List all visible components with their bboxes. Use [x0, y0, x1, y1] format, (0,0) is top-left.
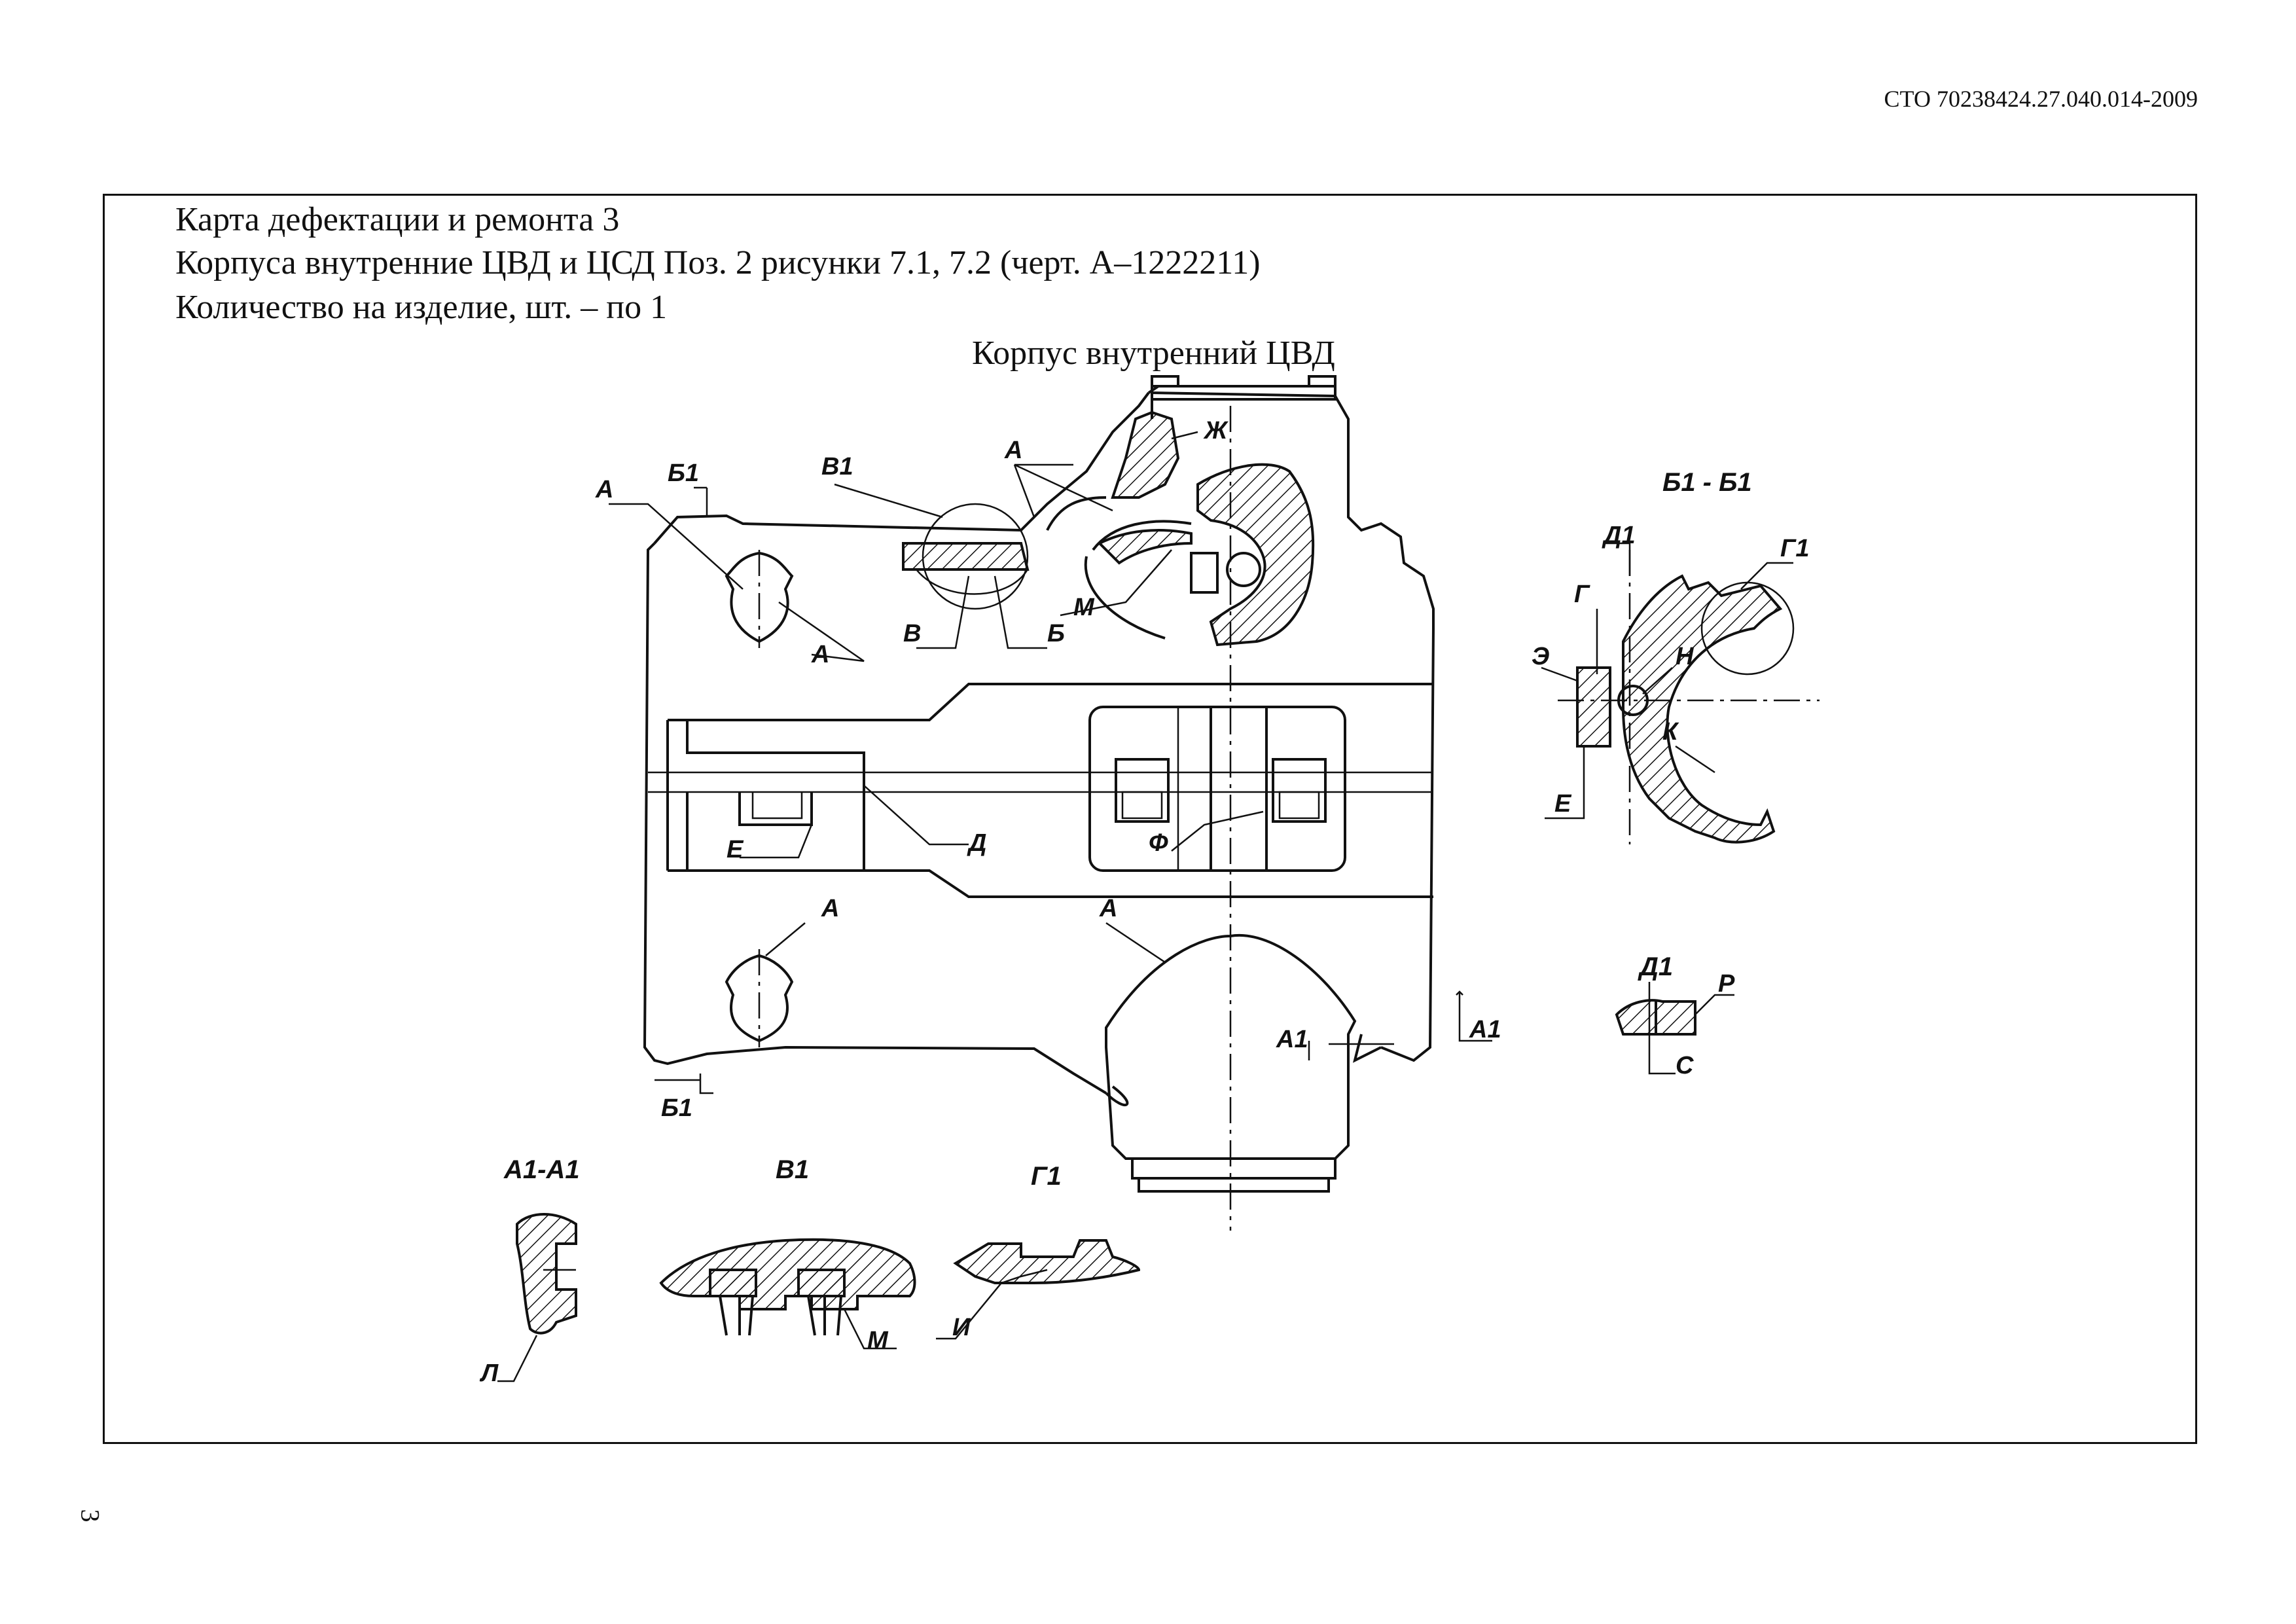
label-ee: Э: [1532, 643, 1549, 670]
label-s: С: [1676, 1052, 1694, 1079]
drawing-frame: [103, 194, 2197, 1444]
label-m-top: М: [1073, 594, 1095, 621]
drawing-title: Корпус внутренний ЦВД: [972, 334, 1335, 372]
label-r: Р: [1718, 970, 1735, 998]
label-a1-right: А1: [1469, 1016, 1501, 1043]
label-a-lower: А: [1099, 895, 1117, 922]
label-d1-section: Д1: [1602, 522, 1636, 549]
label-a-top: А: [1004, 437, 1022, 464]
label-a-lower-left: А: [821, 895, 839, 922]
view-v1: [659, 1238, 916, 1350]
label-b: Б: [1047, 620, 1065, 647]
view-title-g1: Г1: [1031, 1162, 1062, 1191]
label-b1-bottom: Б1: [661, 1094, 692, 1122]
label-a-left-window: А: [811, 641, 829, 668]
view-title-d1: Д1: [1638, 952, 1673, 981]
label-f: Ф: [1149, 829, 1168, 857]
label-b1-top: Б1: [668, 460, 699, 487]
label-zh: Ж: [1203, 417, 1229, 444]
section-b1-b1: [1558, 550, 1820, 844]
view-title-v1: В1: [776, 1155, 809, 1184]
card-subtitle: Корпуса внутренние ЦВД и ЦСД Поз. 2 рису…: [175, 244, 1261, 281]
label-i: И: [952, 1314, 971, 1341]
card-quantity: Количество на изделие, шт. – по 1: [175, 289, 668, 326]
view-d1: [1615, 982, 1734, 1075]
card-title: Карта дефектации и ремонта 3: [175, 201, 620, 238]
label-a1-left: А1: [1276, 1026, 1308, 1053]
label-l: Л: [479, 1360, 499, 1387]
label-k: К: [1662, 718, 1679, 746]
housing-outline: [643, 375, 1492, 1231]
label-a-top-left: А: [595, 476, 613, 503]
label-e: Е: [726, 836, 744, 863]
label-m-view: М: [867, 1327, 889, 1354]
label-g1-section: Г1: [1780, 535, 1809, 562]
label-v: В: [903, 620, 921, 647]
page-number: 3: [75, 1509, 105, 1523]
section-b1-leaders: [1541, 542, 1793, 820]
label-g: Г: [1574, 581, 1590, 608]
view-title-b1-b1: Б1 - Б1: [1662, 468, 1752, 497]
view-a1-a1: [497, 1213, 577, 1382]
document-code: СТО 70238424.27.040.014-2009: [1884, 86, 2198, 112]
label-d: Д: [967, 829, 986, 857]
view-g1: [936, 1239, 1141, 1340]
view-title-a1-a1: А1-А1: [503, 1155, 580, 1184]
label-n: Н: [1676, 643, 1695, 670]
leader-lines: [609, 431, 1264, 964]
label-e-section: Е: [1554, 790, 1572, 818]
label-v1: В1: [821, 453, 853, 480]
label-texts: А Б1 А В1 В Б А Ж М Е Д Ф А А А1 А1 Б1 Б…: [479, 417, 1809, 1387]
